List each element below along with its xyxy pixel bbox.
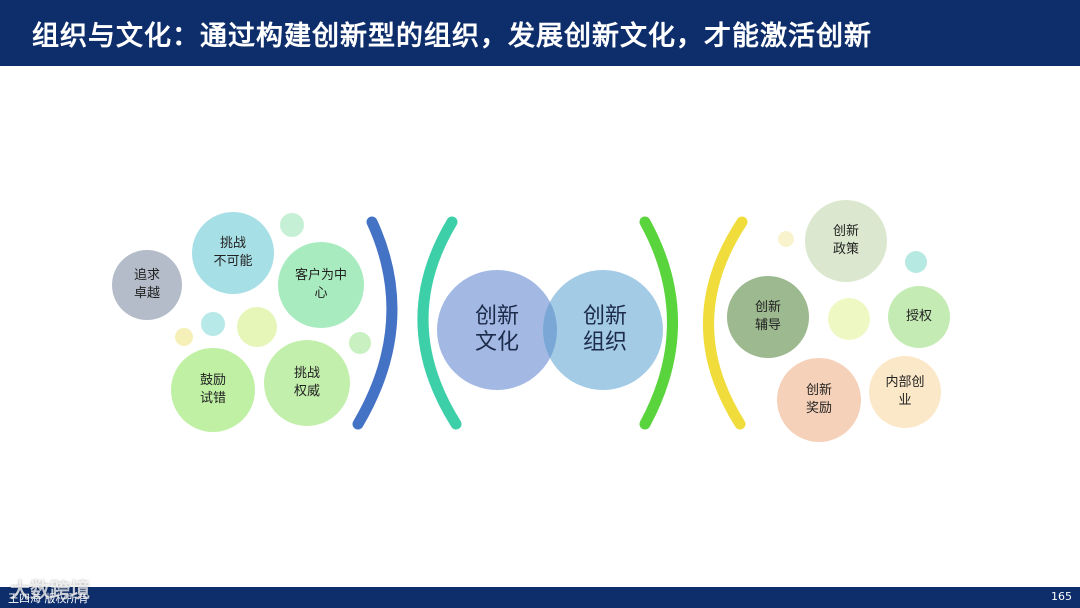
- page-number: 165: [1051, 590, 1072, 603]
- core-label-organization: 创新 组织: [582, 304, 627, 356]
- bubble-internal-venture: 内部创 业: [869, 356, 941, 428]
- bubble-encourage-trial: 鼓励 试错: [171, 348, 255, 432]
- bubble-customer-centric: 客户为中 心: [278, 242, 364, 328]
- core-circle-culture: [437, 270, 557, 390]
- bracket-blue: [352, 216, 398, 430]
- bracket-teal: [417, 216, 462, 430]
- slide-title: 组织与文化：通过构建创新型的组织，发展创新文化，才能激活创新: [32, 21, 872, 52]
- decor-dot: [237, 307, 277, 347]
- bracket-green: [639, 216, 678, 430]
- footer-bar: 王四海 版权所有 165: [0, 587, 1080, 608]
- core-circle-organization: [543, 270, 663, 390]
- bubble-pursue-excellence: 追求 卓越: [112, 250, 182, 320]
- bubble-challenge-authority: 挑战 权威: [264, 340, 350, 426]
- bubble-innovation-reward: 创新 奖励: [777, 358, 861, 442]
- decor-dot: [828, 298, 870, 340]
- title-bar: 组织与文化：通过构建创新型的组织，发展创新文化，才能激活创新: [0, 0, 1080, 66]
- bracket-yellow: [703, 216, 748, 430]
- decor-dot: [349, 332, 371, 354]
- decor-dot: [905, 251, 927, 273]
- bubble-challenge-impossible: 挑战 不可能: [192, 212, 274, 294]
- footer-copyright: 王四海 版权所有: [8, 592, 89, 605]
- decor-dot: [175, 328, 193, 346]
- decor-dot: [778, 231, 794, 247]
- bubble-innovation-coaching: 创新 辅导: [727, 276, 809, 358]
- watermark: 大数跨境: [10, 578, 90, 602]
- decor-dot: [201, 312, 225, 336]
- bubble-empowerment: 授权: [888, 286, 950, 348]
- core-label-culture: 创新 文化: [474, 304, 519, 356]
- decor-dot: [280, 213, 304, 237]
- bubble-innovation-policy: 创新 政策: [805, 200, 887, 282]
